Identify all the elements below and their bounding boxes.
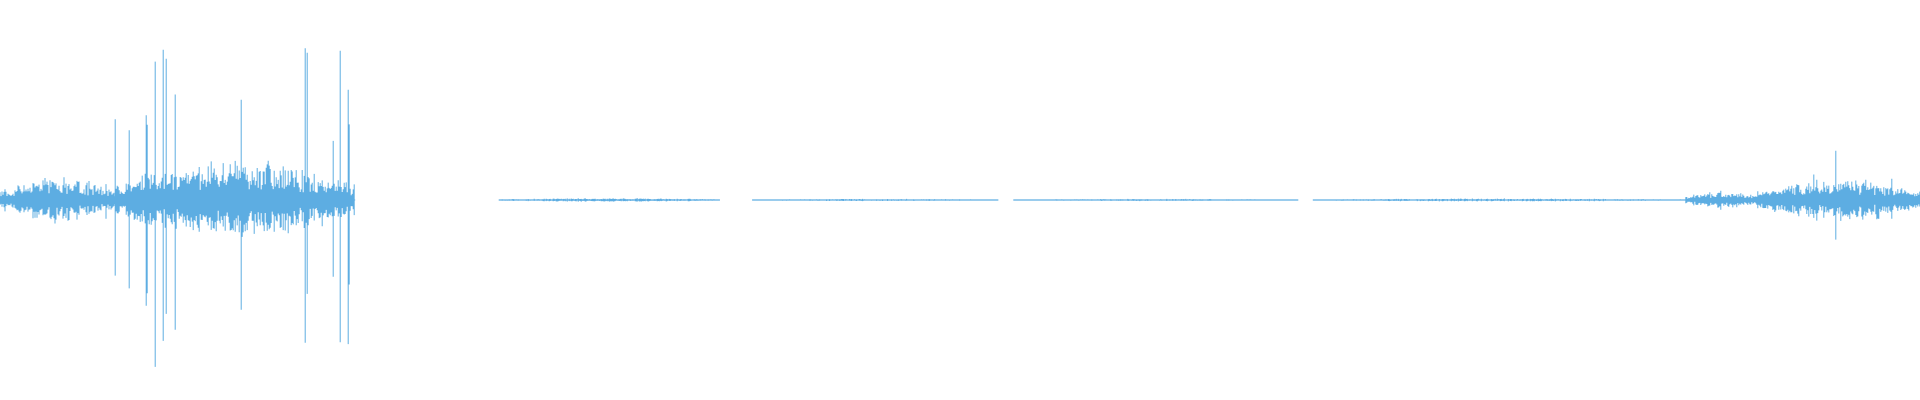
waveform-trace [114,48,355,367]
waveform-trace [1013,198,1299,202]
waveform-trace [1756,150,1920,240]
waveform-segment-burst-1-body [114,48,355,367]
waveform-trace [752,198,999,202]
waveform-segment-quiet-2 [752,198,999,202]
waveform-segment-burst-2-body [1756,150,1920,240]
waveform-segment-quiet-3 [1013,198,1299,202]
waveform-trace [1312,198,1686,202]
waveform-segment-burst-2-onset [1685,190,1758,210]
waveform-segment-quiet-1 [498,198,720,202]
waveform-segment-burst-1-onset [0,177,116,224]
waveform-trace [498,198,720,202]
waveform-trace [0,177,116,224]
waveform-segment-quiet-4 [1312,198,1686,202]
waveform-trace [1685,190,1758,210]
